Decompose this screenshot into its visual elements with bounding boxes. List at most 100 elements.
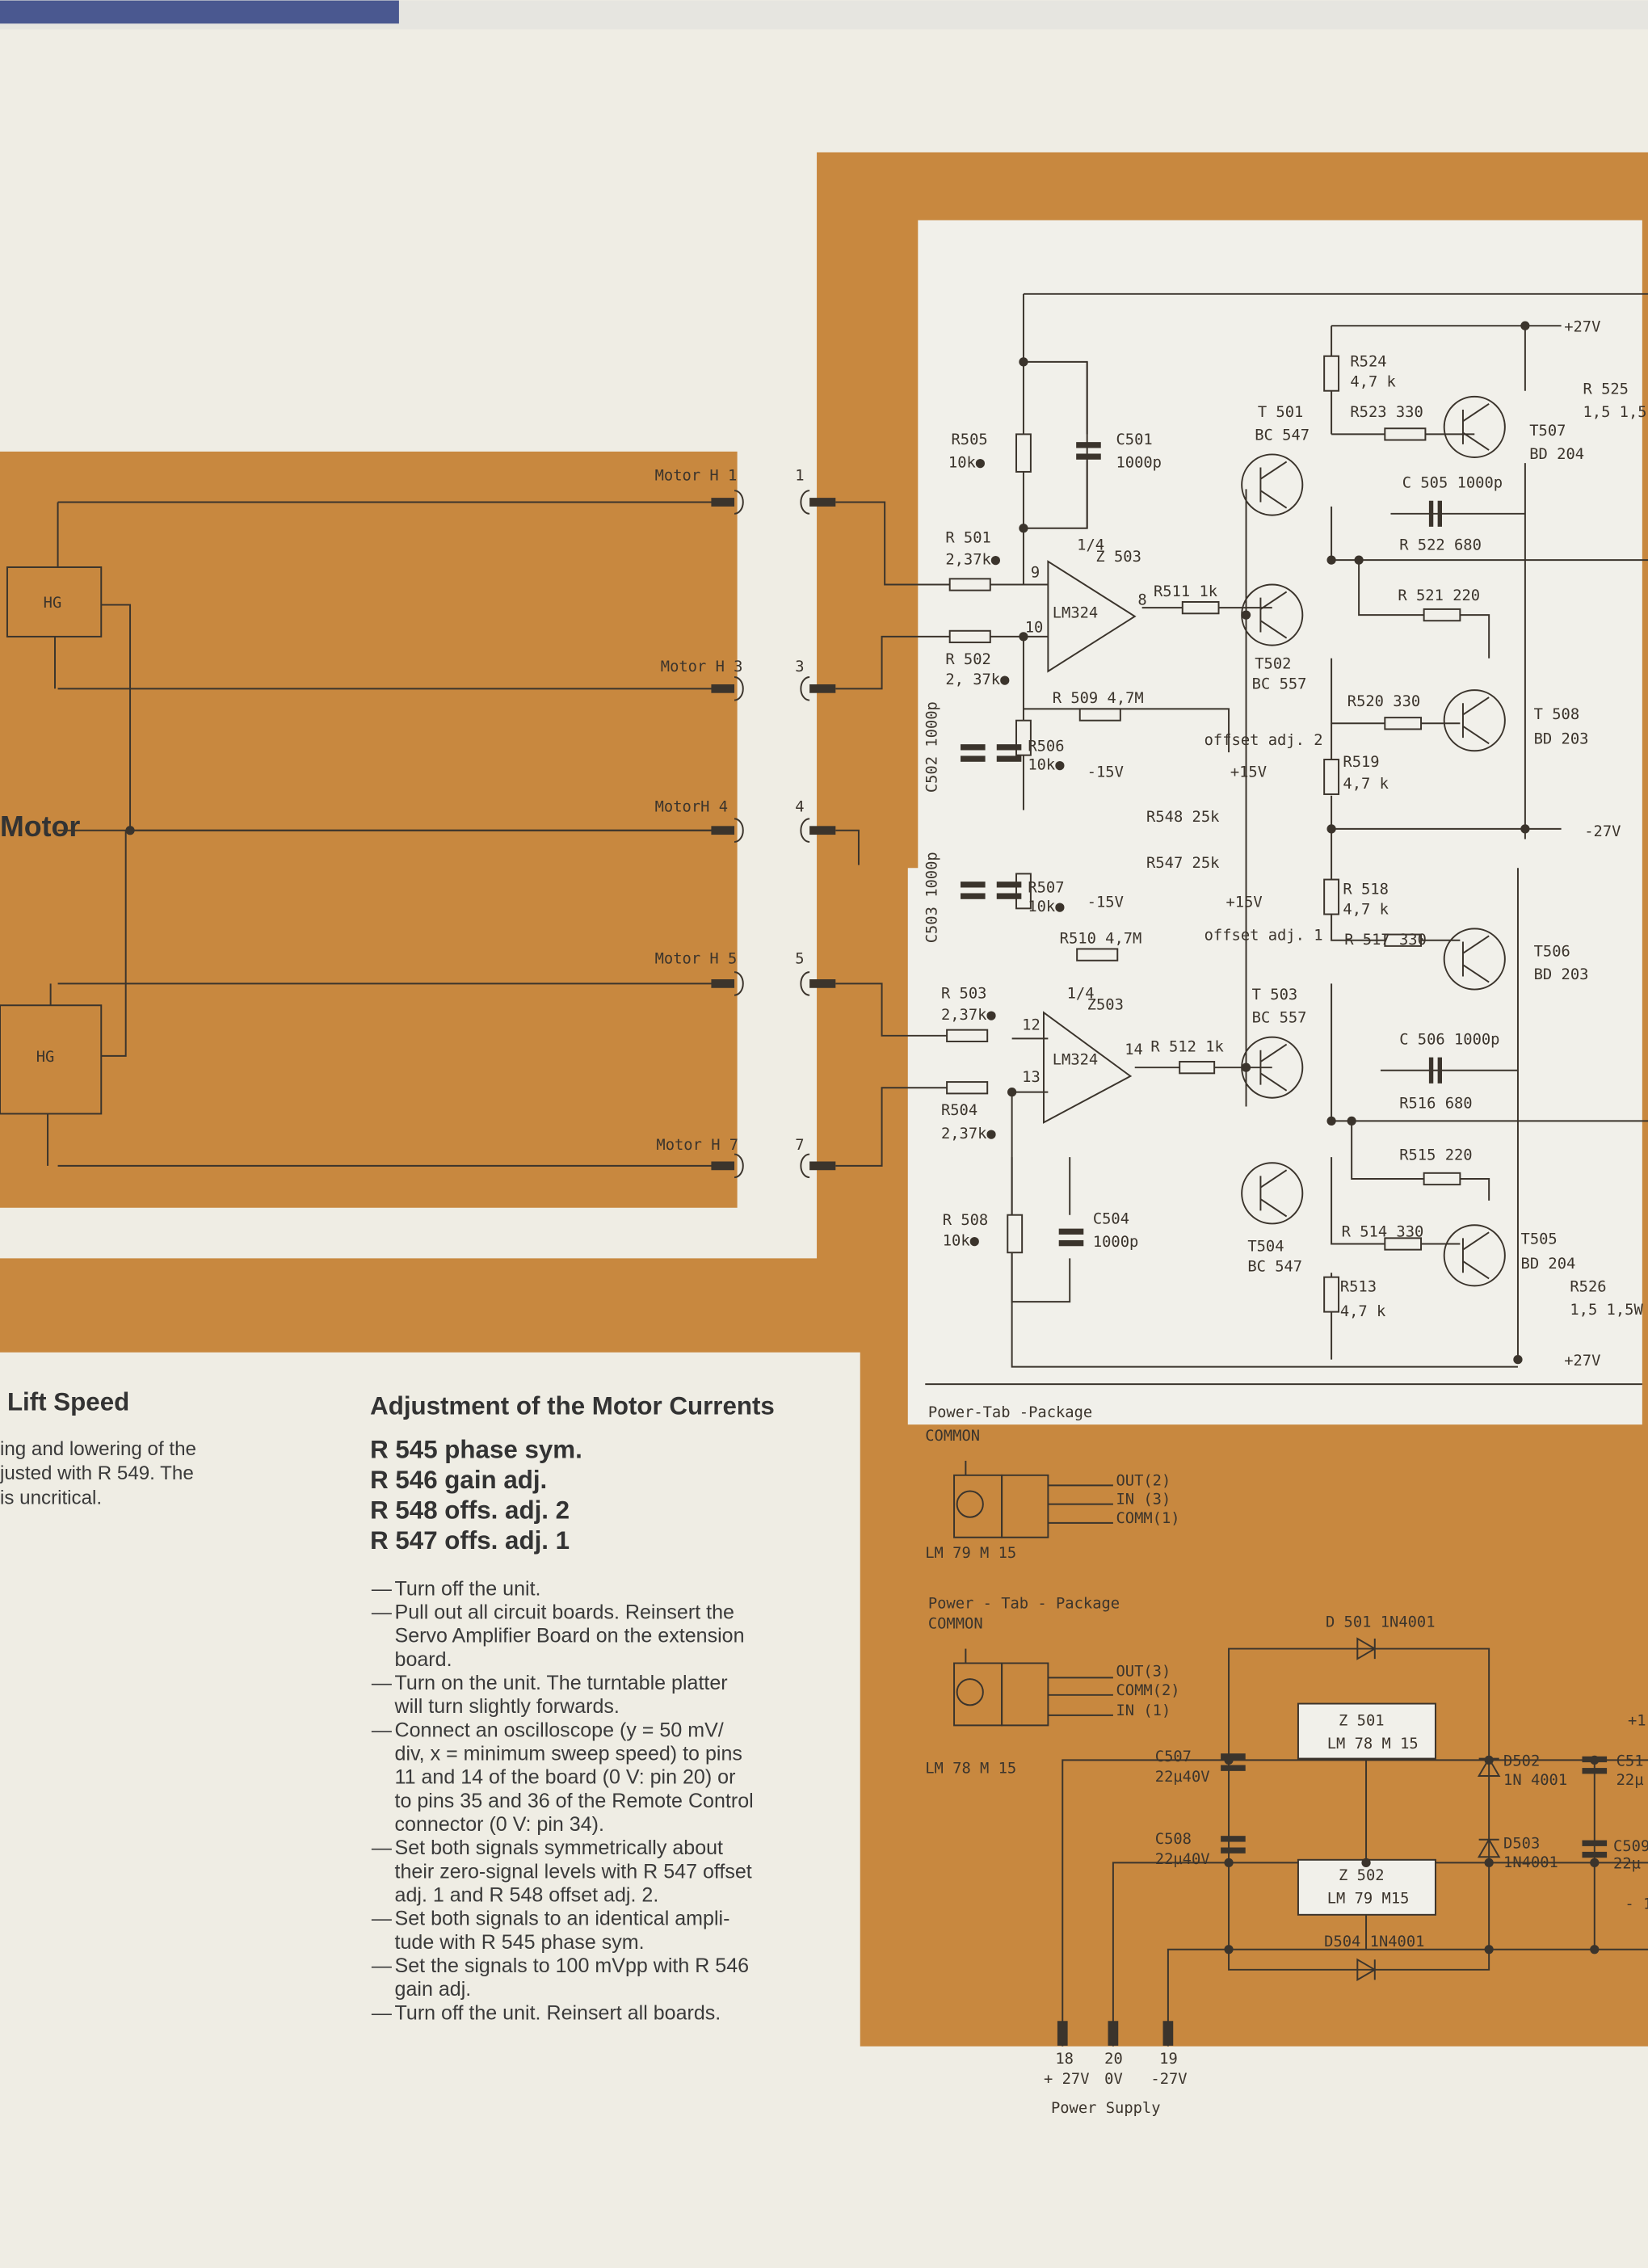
transistor	[1443, 928, 1506, 991]
junction-dot	[1590, 1858, 1600, 1868]
junction-dot	[1007, 1087, 1017, 1097]
schematic-label-t502a: T502	[1255, 655, 1291, 672]
schematic-label-r513b: 4,7 k	[1340, 1303, 1386, 1320]
step-dash: —	[372, 1837, 393, 1859]
schematic-label-r501b: 2,37k●	[945, 551, 1000, 568]
schematic-label-c501a: C501	[1116, 431, 1152, 448]
schematic-label-r510: R510 4,7M	[1060, 930, 1142, 947]
schematic-label-r525b: 1,5 1,5 W	[1583, 404, 1648, 421]
connector-pin: 1	[795, 468, 804, 485]
schematic-label-r501a: R 501	[945, 530, 991, 547]
step-text: 11 and 14 of the board (0 V: pin 20) or	[395, 1766, 736, 1789]
schematic-label-r548: R548 25k	[1146, 809, 1220, 826]
schematic-label-lm78: LM 78 M 15	[925, 1760, 1016, 1777]
control-line: R 545 phase sym.	[370, 1435, 582, 1463]
supply-pin	[1162, 2021, 1174, 2046]
mount-hole	[956, 1490, 984, 1518]
op-amp	[1047, 560, 1137, 673]
schematic-label-v19: -27V	[1150, 2071, 1187, 2088]
schematic-label-t505b: BD 204	[1521, 1256, 1576, 1273]
control-line: R 546 gain adj.	[370, 1466, 547, 1494]
step-text: Turn off the unit. Reinsert all boards.	[395, 2001, 721, 2024]
schematic-label-c503: C503 1000p	[924, 852, 941, 943]
resistor	[1423, 608, 1461, 622]
junction-dot	[1590, 1945, 1600, 1955]
step-dash: —	[372, 1908, 393, 1930]
mount-hole	[956, 1678, 984, 1706]
schematic-label-pp1: +1	[1628, 1712, 1646, 1729]
junction-dot	[1520, 321, 1530, 330]
resistor	[1015, 433, 1032, 473]
schematic-label-z503bq: 1/4	[1067, 985, 1095, 1002]
junction-dot	[1224, 1858, 1234, 1868]
wire	[1358, 560, 1424, 616]
schematic-label-z501b: LM 78 M 15	[1327, 1736, 1419, 1753]
schematic-label-comm1: COMM(1)	[1116, 1510, 1179, 1527]
step-text: Servo Amplifier Board on the extension	[395, 1625, 745, 1647]
schematic-label-d502b: 1N 4001	[1503, 1772, 1567, 1789]
step-dash: —	[372, 1955, 393, 1977]
step-text: Set both signals symmetrically about	[395, 1837, 724, 1859]
schematic-label-v20: 0V	[1104, 2071, 1123, 2088]
hall-generator-1	[6, 566, 103, 637]
step-dash: —	[372, 1672, 393, 1694]
schematic-label-r521: R 521 220	[1398, 587, 1480, 604]
wire	[1112, 1862, 1648, 2047]
wire	[1460, 1177, 1490, 1201]
schematic-label-c508b: 22µ40V	[1155, 1851, 1210, 1868]
schematic-label-m15b: -15V	[1087, 894, 1124, 911]
schematic-label-c502: C502 1000p	[924, 701, 941, 793]
connector-socket	[734, 971, 744, 996]
step-text: div, x = minimum sweep speed) to pins	[395, 1743, 742, 1765]
hg2-label: HG	[36, 1049, 55, 1066]
step-text: will turn slightly forwards.	[394, 1695, 620, 1718]
schematic-label-pin18: 18	[1055, 2051, 1074, 2068]
junction-dot	[1224, 1945, 1234, 1955]
junction-dot	[1354, 555, 1364, 565]
schematic-label-r517: R 517 330	[1344, 932, 1427, 949]
junction-dot	[1326, 1116, 1336, 1126]
connector-socket	[734, 818, 744, 844]
resistor	[1179, 1061, 1216, 1075]
resistor	[1384, 427, 1427, 441]
schematic-label-t503b: BC 557	[1252, 1010, 1307, 1027]
schematic-label-p15b: +15V	[1225, 894, 1262, 911]
schematic-label-r523: R523 330	[1350, 404, 1423, 421]
schematic-label-lm79: LM 79 M 15	[925, 1545, 1016, 1562]
schematic-label-m27: -27V	[1584, 823, 1621, 840]
schematic-label-c504a: C504	[1093, 1210, 1129, 1227]
schematic-label-com1: COMMON	[925, 1428, 980, 1445]
step-text: tude with R 545 phase sym.	[395, 1931, 645, 1954]
schematic-label-r513a: R513	[1340, 1279, 1377, 1296]
schematic-label-p27b: +27V	[1564, 1353, 1600, 1370]
diode	[1356, 1637, 1377, 1660]
capacitor	[961, 882, 986, 888]
schematic-label-r502b: 2, 37k●	[945, 671, 1010, 688]
capacitor	[1076, 442, 1101, 448]
schematic-label-r506a: R506	[1028, 738, 1064, 755]
capacitor	[1428, 500, 1442, 527]
schematic-label-in1: IN (1)	[1116, 1702, 1171, 1719]
schematic-label-r524a: R524	[1350, 353, 1386, 370]
schematic-label-t506b: BD 203	[1534, 966, 1589, 983]
wire	[101, 604, 132, 831]
connector-label: Motor H 3	[661, 659, 743, 675]
schematic-label-z503q: 1/4	[1077, 537, 1104, 554]
step-text: board.	[395, 1648, 452, 1671]
step-text: adj. 1 and R 548 offset adj. 2.	[395, 1884, 659, 1907]
schematic-label-r505b: 10k●	[948, 455, 986, 472]
capacitor	[996, 882, 1022, 888]
schematic-label-r518b: 4,7 k	[1343, 902, 1389, 919]
resistor	[946, 1029, 989, 1042]
diode	[1356, 1958, 1377, 1982]
hg1-label: HG	[44, 595, 62, 612]
junction-dot	[1520, 824, 1530, 834]
resistor	[1323, 878, 1340, 915]
resistor	[1323, 759, 1340, 795]
resistor	[1423, 1172, 1461, 1186]
lift-speed-line: is uncritical.	[0, 1487, 102, 1509]
supply-pin	[1057, 2021, 1068, 2046]
op-amp	[1043, 1011, 1133, 1124]
schematic-label-ptp2: Power - Tab - Package	[928, 1595, 1120, 1612]
junction-dot	[1019, 357, 1028, 367]
